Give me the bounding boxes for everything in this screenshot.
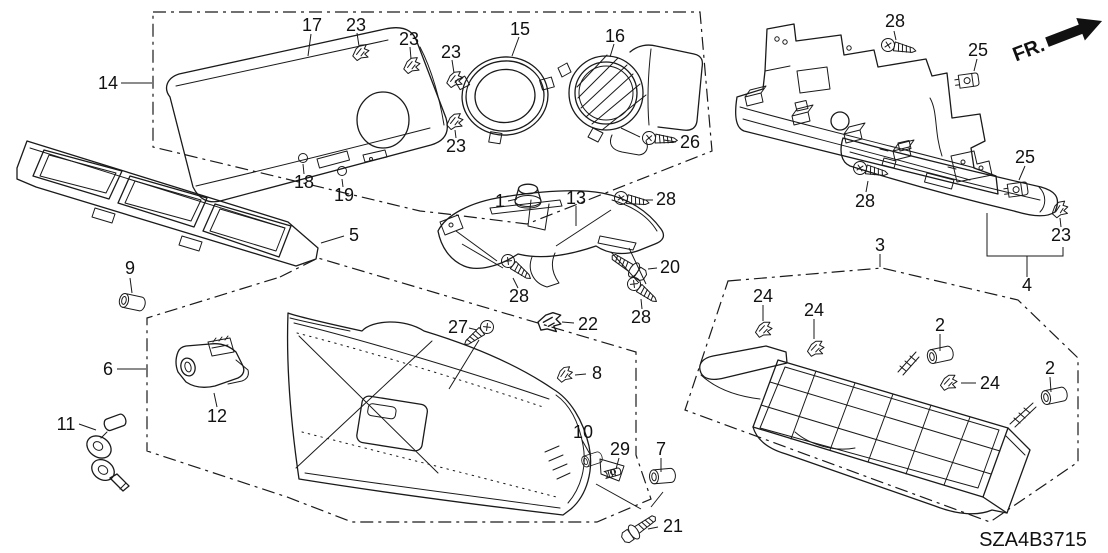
callout-25: 25: [1014, 147, 1036, 167]
clip-24-icon: [938, 373, 959, 392]
fr-label: FR.: [1010, 34, 1048, 66]
callout-28: 28: [655, 189, 677, 209]
callout-6: 6: [102, 359, 114, 379]
screw-28-icon: [851, 159, 890, 181]
callout-4: 4: [1021, 275, 1033, 295]
frame-assembly-boundary: [684, 267, 1079, 523]
callout-20: 20: [659, 257, 681, 277]
callout-23: 23: [1050, 225, 1072, 245]
callout-17: 17: [301, 15, 323, 35]
callout-12: 12: [206, 406, 228, 426]
bushing-7-icon: [648, 467, 677, 485]
callout-29: 29: [609, 439, 631, 459]
screw-26-icon: [641, 130, 679, 148]
callout-9: 9: [124, 258, 136, 278]
ring-15-drawing: [454, 56, 555, 145]
clip-23-icon: [1048, 199, 1071, 220]
fr-arrow-icon: [1045, 18, 1103, 47]
lid-panel-17-drawing: [165, 27, 448, 203]
callout-8: 8: [591, 363, 603, 383]
vent-16-drawing: [557, 44, 704, 156]
callout-23: 23: [345, 15, 367, 35]
callout-16: 16: [604, 26, 626, 46]
callout-2: 2: [1044, 358, 1056, 378]
callout-23: 23: [398, 29, 420, 49]
clips-23: [350, 42, 1071, 220]
clip-23-icon: [401, 55, 423, 75]
clip-24-icon: [753, 320, 774, 339]
glove-box-door-drawing: [286, 312, 592, 516]
callout-2: 2: [934, 315, 946, 335]
tray-5-drawing: [16, 140, 319, 267]
cap-1-drawing: [514, 183, 542, 209]
callout-27: 27: [447, 317, 469, 337]
frame-3-drawing: [699, 345, 1037, 515]
callout-24: 24: [752, 286, 774, 306]
clip-25-icon: [1002, 181, 1029, 199]
callout-21: 21: [662, 516, 684, 536]
lock-12-drawing: [175, 335, 249, 388]
callout-28: 28: [854, 191, 876, 211]
callout-14: 14: [97, 73, 119, 93]
leader-lines: [78, 30, 1064, 530]
bushing-9-icon: [117, 292, 147, 313]
garnish-4-drawing: [840, 137, 1059, 217]
callout-26: 26: [679, 132, 701, 152]
upper-bracket-drawing: [735, 23, 999, 195]
callout-18: 18: [293, 172, 315, 192]
callout-28: 28: [884, 11, 906, 31]
key-11-drawing: [86, 413, 130, 492]
callout-11: 11: [56, 414, 76, 434]
callout-19: 19: [333, 185, 355, 205]
screw-holes-18-19: [298, 153, 347, 176]
callout-10: 10: [572, 422, 594, 442]
door-assembly-boundary: [146, 257, 652, 523]
callout-23: 23: [445, 136, 467, 156]
assembly-boundaries: [146, 11, 1079, 523]
callout-23: 23: [440, 42, 462, 62]
callout-1: 1: [494, 191, 506, 211]
clip-24-icon: [805, 339, 826, 358]
fr-direction: FR.: [1010, 18, 1103, 66]
callout-24: 24: [979, 373, 1001, 393]
callout-5: 5: [348, 225, 360, 245]
callout-28: 28: [630, 307, 652, 327]
upper-assembly-boundary: [152, 11, 713, 225]
callout-24: 24: [803, 300, 825, 320]
part-code: SZA4B3715: [979, 529, 1087, 551]
callout-13: 13: [565, 188, 587, 208]
callout-28: 28: [508, 286, 530, 306]
clip-25-icon: [953, 72, 980, 90]
stopper-2-icon: [1039, 385, 1069, 406]
callout-3: 3: [874, 235, 886, 255]
screw-28-icon: [879, 36, 918, 58]
callout-15: 15: [509, 19, 531, 39]
callout-7: 7: [655, 439, 667, 459]
callout-22: 22: [577, 314, 599, 334]
clip-23-icon: [444, 69, 466, 89]
callout-25: 25: [967, 40, 989, 60]
clip-8-icon: [554, 365, 575, 384]
